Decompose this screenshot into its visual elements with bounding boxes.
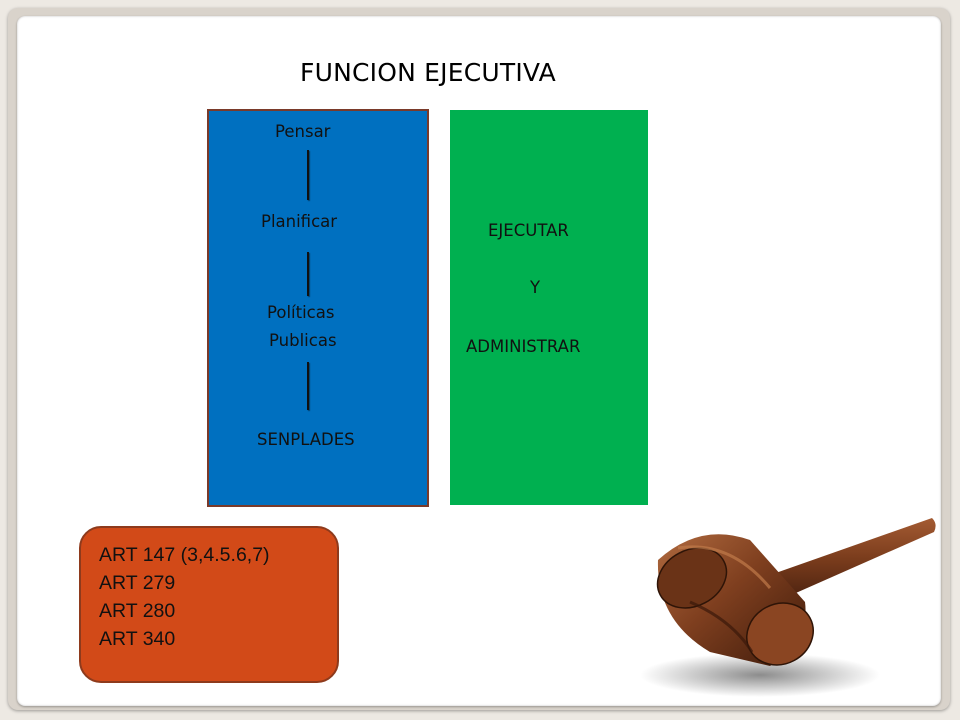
article-279: ART 279 — [99, 572, 176, 594]
step-politicas: Políticas — [267, 303, 335, 322]
step-planificar: Planificar — [261, 212, 338, 231]
article-340: ART 340 — [99, 628, 176, 650]
gavel-shadow — [640, 653, 880, 697]
blue-panel-planning — [207, 109, 429, 507]
article-280: ART 280 — [99, 600, 176, 622]
execution-line-y: Y — [530, 278, 541, 297]
execution-line-ejecutar: EJECUTAR — [488, 221, 569, 240]
step-publicas: Publicas — [269, 331, 337, 350]
step-senplades: SENPLADES — [257, 430, 355, 449]
article-147: ART 147 (3,4.5.6,7) — [99, 544, 270, 566]
connector-line-1 — [307, 150, 309, 200]
gavel-handle — [770, 518, 936, 600]
green-panel-execution — [450, 110, 648, 505]
articles-box: ART 147 (3,4.5.6,7) ART 279 ART 280 ART … — [79, 526, 339, 683]
execution-line-administrar: ADMINISTRAR — [466, 337, 581, 356]
slide-title: FUNCION EJECUTIVA — [300, 58, 556, 87]
connector-line-2 — [307, 252, 309, 296]
gavel-head — [656, 534, 814, 666]
connector-line-3 — [307, 362, 309, 410]
step-pensar: Pensar — [275, 122, 331, 141]
gavel-icon — [640, 518, 936, 697]
